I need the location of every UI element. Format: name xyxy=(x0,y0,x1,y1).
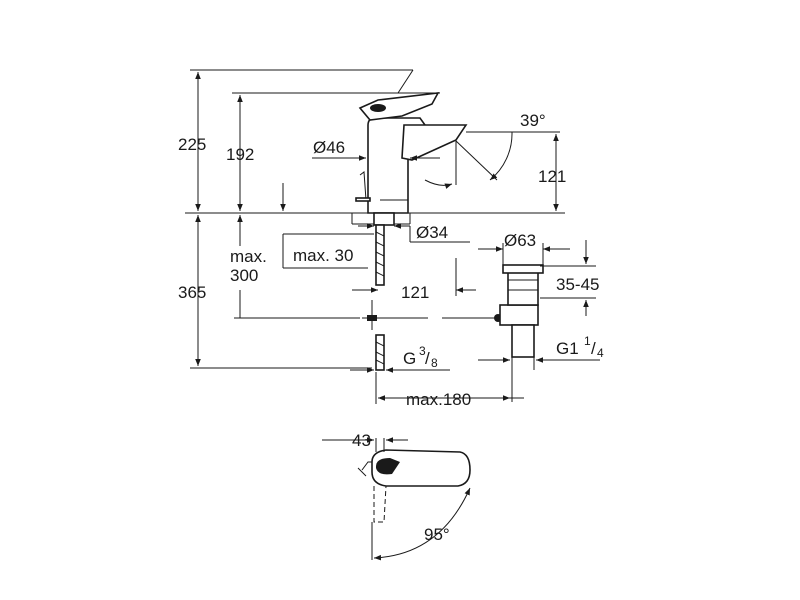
label-g-slash: / xyxy=(425,349,430,368)
label-39deg: 39° xyxy=(520,111,546,130)
label-300: 300 xyxy=(230,266,258,285)
dim-365: 365 xyxy=(178,215,372,369)
dim-d34: Ø34 xyxy=(358,223,470,243)
dim-max180: max.180 xyxy=(375,372,524,409)
label-g: G xyxy=(403,349,416,368)
faucet-top-view: 43 95° xyxy=(322,431,471,561)
dim-121-horizontal: 121 xyxy=(352,258,476,302)
label-g1-den: 4 xyxy=(597,346,604,360)
label-g1-slash: / xyxy=(591,339,596,358)
dim-121-vertical: 121 xyxy=(424,134,566,211)
label-365: 365 xyxy=(178,283,206,302)
label-max180: max.180 xyxy=(406,390,471,409)
dim-g-3-8: G 3 / 8 xyxy=(350,344,450,373)
label-95deg: 95° xyxy=(424,525,450,544)
waste-assembly xyxy=(442,264,544,358)
dim-d63: Ø63 xyxy=(478,231,570,265)
dim-max30: max. 30 xyxy=(280,183,374,269)
label-max: max. xyxy=(230,247,267,266)
label-d46: Ø46 xyxy=(313,138,345,157)
faucet-side-view xyxy=(351,92,468,371)
label-max30: max. 30 xyxy=(293,246,353,265)
label-121-vertical: 121 xyxy=(538,167,566,186)
label-g1-num: 1 xyxy=(584,334,591,348)
label-g-den: 8 xyxy=(431,356,438,370)
dim-35-45: 35-45 xyxy=(540,240,599,316)
label-g1: G1 xyxy=(556,339,579,358)
label-d34: Ø34 xyxy=(416,223,448,242)
dim-192: 192 xyxy=(226,92,440,211)
label-121-horizontal: 121 xyxy=(401,283,429,302)
dim-d46: Ø46 xyxy=(312,138,440,161)
label-g-num: 3 xyxy=(419,344,426,358)
label-43: 43 xyxy=(352,431,371,450)
label-35-45: 35-45 xyxy=(556,275,599,294)
dim-39deg: 39° xyxy=(454,111,560,181)
label-225: 225 xyxy=(178,135,206,154)
label-192: 192 xyxy=(226,145,254,164)
dim-max300: max. 300 xyxy=(230,215,360,319)
dim-g1-quarter: G1 1 / 4 xyxy=(478,330,604,402)
dim-225: 225 xyxy=(178,69,414,211)
label-d63: Ø63 xyxy=(504,231,536,250)
